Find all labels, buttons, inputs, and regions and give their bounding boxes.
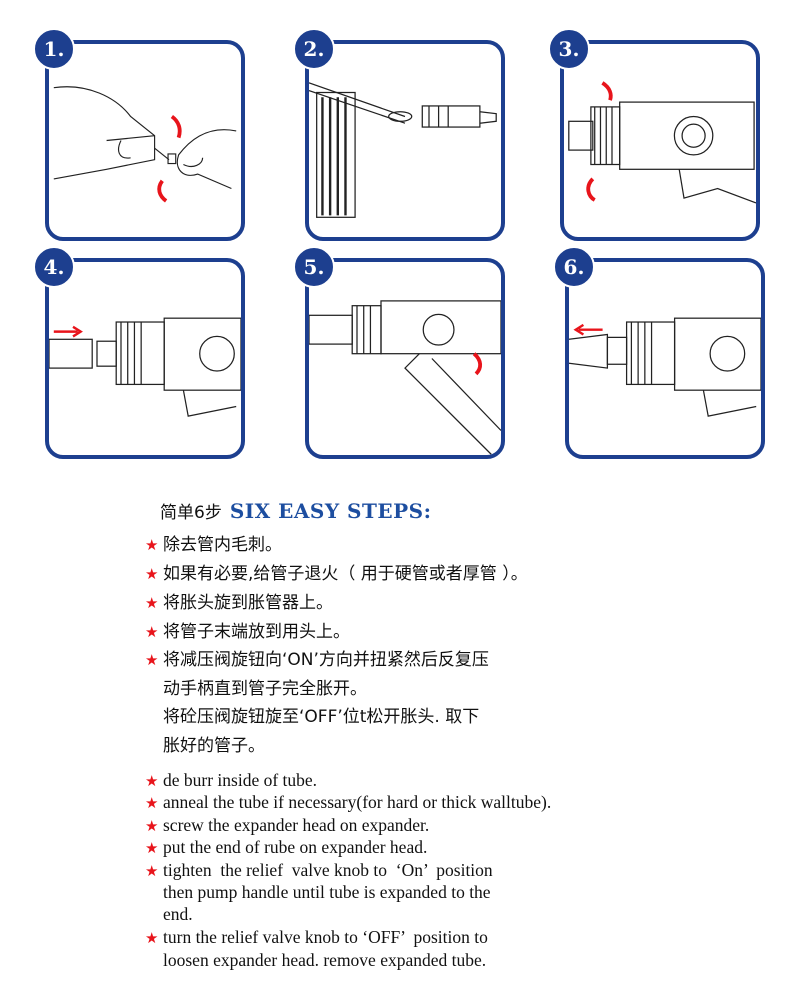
star-icon: ★ bbox=[145, 931, 159, 947]
star-icon: ★ bbox=[145, 774, 159, 790]
step-4-illustration bbox=[45, 258, 245, 459]
english-step-continued: end. bbox=[163, 904, 193, 924]
step-text: 将管子末端放到用头上。 bbox=[163, 622, 350, 642]
step-text: screw the expander head on expander. bbox=[163, 815, 430, 835]
english-step: ★anneal the tube if necessary(for hard o… bbox=[145, 791, 551, 816]
chinese-step: ★如果有必要,给管子退火（ 用于硬管或者厚管 ）。 bbox=[145, 560, 528, 588]
chinese-step-continued: 动手柄直到管子完全胀开。 bbox=[163, 679, 367, 699]
english-step: ★turn the relief valve knob to ‘OFF’ pos… bbox=[145, 926, 488, 951]
step-badge: 3. bbox=[548, 28, 590, 70]
chinese-step-continued: 胀好的管子。 bbox=[163, 736, 265, 756]
chinese-step: ★将胀头旋到胀管器上。 bbox=[145, 589, 333, 617]
step-badge: 5. bbox=[293, 246, 335, 288]
step-text: 将胀头旋到胀管器上。 bbox=[163, 593, 333, 613]
chinese-step: ★将管子末端放到用头上。 bbox=[145, 618, 350, 646]
star-icon: ★ bbox=[145, 594, 159, 612]
step-text: 如果有必要,给管子退火（ 用于硬管或者厚管 ）。 bbox=[163, 564, 528, 584]
star-icon: ★ bbox=[145, 841, 159, 857]
english-step: ★put the end of rube on expander head. bbox=[145, 836, 427, 861]
star-icon: ★ bbox=[145, 565, 159, 583]
step-5-illustration bbox=[305, 258, 505, 459]
steps-heading: 简单6步 SIX EASY STEPS: bbox=[160, 498, 432, 523]
step-6-illustration bbox=[565, 258, 765, 459]
step-text: anneal the tube if necessary(for hard or… bbox=[163, 792, 552, 812]
chinese-step: ★将减压阀旋钮向‘ON’方向并扭紧然后反复压 bbox=[145, 646, 489, 674]
star-icon: ★ bbox=[145, 796, 159, 812]
heading-chinese: 简单6步 bbox=[160, 503, 222, 523]
english-step-continued: loosen expander head. remove expanded tu… bbox=[163, 950, 487, 970]
star-icon: ★ bbox=[145, 651, 159, 669]
step-text: tighten the relief valve knob to ‘On’ po… bbox=[163, 860, 493, 880]
english-step: ★de burr inside of tube. bbox=[145, 769, 317, 794]
step-text: put the end of rube on expander head. bbox=[163, 837, 428, 857]
english-step: ★screw the expander head on expander. bbox=[145, 814, 429, 839]
step-2-illustration bbox=[305, 40, 505, 241]
step-3-illustration bbox=[560, 40, 760, 241]
english-step-continued: then pump handle until tube is expanded … bbox=[163, 882, 491, 902]
star-icon: ★ bbox=[145, 864, 159, 880]
star-icon: ★ bbox=[145, 623, 159, 641]
step-text: 将减压阀旋钮向‘ON’方向并扭紧然后反复压 bbox=[163, 650, 489, 670]
step-1-illustration bbox=[45, 40, 245, 241]
chinese-step: ★除去管内毛刺。 bbox=[145, 531, 282, 559]
step-badge: 2. bbox=[293, 28, 335, 70]
step-text: de burr inside of tube. bbox=[163, 770, 318, 790]
step-badge: 1. bbox=[33, 28, 75, 70]
step-badge: 4. bbox=[33, 246, 75, 288]
english-step: ★tighten the relief valve knob to ‘On’ p… bbox=[145, 859, 493, 884]
heading-english: SIX EASY STEPS: bbox=[229, 499, 432, 523]
step-badge: 6. bbox=[553, 246, 595, 288]
star-icon: ★ bbox=[145, 536, 159, 554]
chinese-step-continued: 将砼压阀旋钮旋至‘OFF’位t松开胀头. 取下 bbox=[163, 707, 480, 727]
star-icon: ★ bbox=[145, 819, 159, 835]
step-text: 除去管内毛刺。 bbox=[163, 535, 282, 555]
step-text: turn the relief valve knob to ‘OFF’ posi… bbox=[163, 927, 488, 947]
